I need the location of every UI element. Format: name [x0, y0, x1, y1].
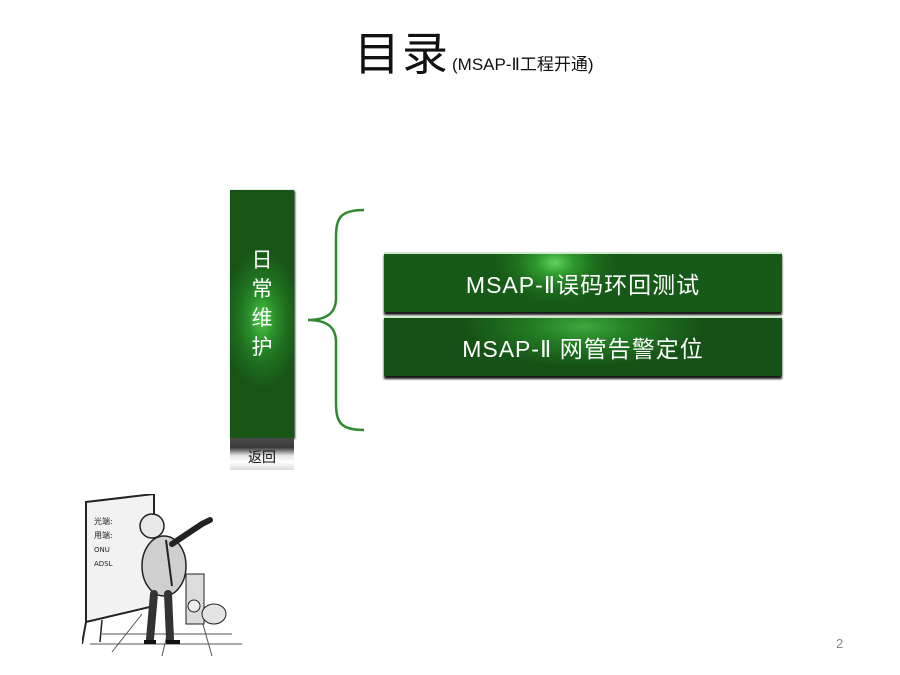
title-sub: (MSAP-Ⅱ工程开通)	[452, 55, 594, 74]
back-button[interactable]: 返回	[230, 438, 294, 470]
board-text-line: ONU	[94, 546, 110, 554]
page-number: 2	[836, 636, 844, 651]
menu-item-ber-loopback-test[interactable]: MSAP-Ⅱ误码环回测试	[384, 252, 782, 312]
brace-icon	[307, 208, 365, 432]
title-main: 目录	[354, 27, 450, 81]
board-text-line: 用端:	[94, 530, 113, 540]
section-label: 日 常 维 护	[251, 248, 273, 359]
page-title: 目录(MSAP-Ⅱ工程开通)	[354, 18, 594, 84]
board-text-line: 光端:	[94, 516, 113, 526]
menu-item-nms-alarm-locate[interactable]: MSAP-Ⅱ 网管告警定位	[384, 316, 782, 376]
section-daily-maintenance[interactable]: 日 常 维 护	[230, 190, 294, 438]
board-text-line: ADSL	[94, 560, 113, 568]
teacher-cartoon-illustration: 光端: 用端: ONU ADSL	[82, 494, 242, 657]
